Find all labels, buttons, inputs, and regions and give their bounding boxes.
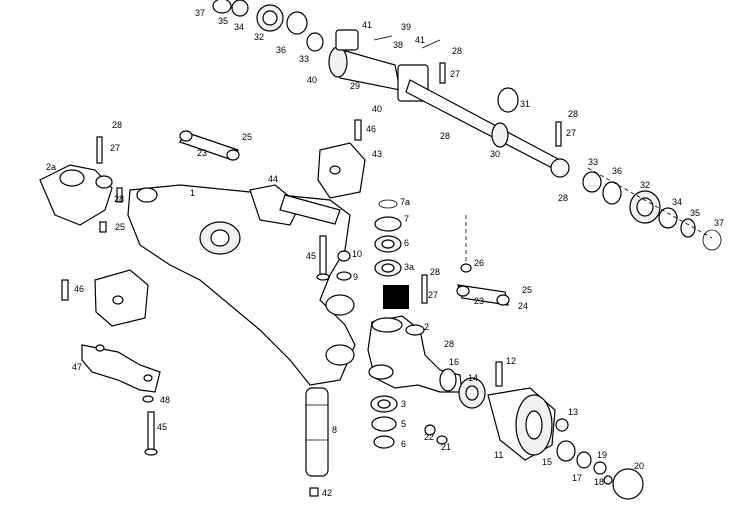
callout-28: 28 <box>444 339 454 349</box>
callout-26: 26 <box>474 258 484 268</box>
callout-6: 6 <box>401 439 406 449</box>
callout-19: 19 <box>597 450 607 460</box>
callout-32: 32 <box>640 180 650 190</box>
callout-23: 23 <box>197 148 207 158</box>
callout-2a: 2a <box>46 162 56 172</box>
callout-28: 28 <box>430 267 440 277</box>
steering-arm-upper <box>179 130 240 161</box>
callout-9: 9 <box>353 272 358 282</box>
callout-44: 44 <box>268 174 278 184</box>
callout-36: 36 <box>276 45 286 55</box>
callout-16: 16 <box>449 357 459 367</box>
callout-3a: 3a <box>404 262 414 272</box>
callout-42: 42 <box>322 488 332 498</box>
callout-6: 6 <box>404 238 409 248</box>
callout-17: 17 <box>572 473 582 483</box>
callout-43: 43 <box>372 149 382 159</box>
callout-28: 28 <box>568 109 578 119</box>
wheel-hub-assembly <box>424 361 644 500</box>
callout-28: 28 <box>114 194 124 204</box>
callout-24: 24 <box>518 301 528 311</box>
bump-stop-upper <box>317 119 366 199</box>
callout-40: 40 <box>372 104 382 114</box>
callout-27: 27 <box>428 290 438 300</box>
callout-46: 46 <box>74 284 84 294</box>
callout-2: 2 <box>424 322 429 332</box>
bearing-stack-lower <box>370 395 398 449</box>
callout-35: 35 <box>690 208 700 218</box>
spring-bracket <box>81 344 161 456</box>
callout-31: 31 <box>520 99 530 109</box>
callout-33: 33 <box>299 54 309 64</box>
callout-39: 39 <box>401 22 411 32</box>
callout-40: 40 <box>307 75 317 85</box>
callout-27: 27 <box>566 128 576 138</box>
callout-37: 37 <box>195 8 205 18</box>
axle-beam <box>127 184 356 386</box>
callout-labels: 37 35 34 32 36 41 39 38 41 28 27 33 40 2… <box>46 8 724 498</box>
callout-25: 25 <box>242 132 252 142</box>
callout-8: 8 <box>332 425 337 435</box>
callout-48: 48 <box>160 395 170 405</box>
callout-1: 1 <box>190 188 195 198</box>
callout-46: 46 <box>366 124 376 134</box>
callout-27: 27 <box>450 69 460 79</box>
callout-18: 18 <box>594 477 604 487</box>
callout-28: 28 <box>452 46 462 56</box>
callout-34: 34 <box>672 197 682 207</box>
steering-damper-assembly <box>212 0 722 251</box>
callout-25: 25 <box>115 222 125 232</box>
callout-36: 36 <box>612 166 622 176</box>
callout-23: 23 <box>474 296 484 306</box>
callout-28: 28 <box>558 193 568 203</box>
callout-7: 7 <box>404 214 409 224</box>
callout-20: 20 <box>634 461 644 471</box>
callout-34: 34 <box>234 22 244 32</box>
steering-knuckle <box>367 315 463 393</box>
callout-13: 13 <box>568 407 578 417</box>
callout-14: 14 <box>468 373 478 383</box>
callout-41: 41 <box>415 35 425 45</box>
callout-28: 28 <box>440 131 450 141</box>
callout-7a: 7a <box>400 197 410 207</box>
callout-45: 45 <box>306 251 316 261</box>
callout-21: 21 <box>441 442 451 452</box>
callout-10: 10 <box>352 249 362 259</box>
center-bolt-stack <box>316 235 352 281</box>
callout-47: 47 <box>72 362 82 372</box>
callout-27: 27 <box>110 143 120 153</box>
callout-22: 22 <box>424 432 434 442</box>
callout-33: 33 <box>588 157 598 167</box>
callout-3: 3 <box>401 399 406 409</box>
left-knuckle-assembly <box>39 136 123 233</box>
callout-12: 12 <box>506 356 516 366</box>
callout-37: 37 <box>714 218 724 228</box>
callout-30: 30 <box>490 149 500 159</box>
bump-stop-lower <box>61 269 149 327</box>
steering-arm-right <box>456 215 510 306</box>
callout-11: 11 <box>494 450 503 460</box>
bearing-stack-upper <box>374 199 428 309</box>
callout-28: 28 <box>112 120 122 130</box>
callout-5: 5 <box>401 419 406 429</box>
callout-15: 15 <box>542 457 552 467</box>
callout-35: 35 <box>218 16 228 26</box>
callout-38: 38 <box>393 40 403 50</box>
callout-45: 45 <box>157 422 167 432</box>
kingpin <box>305 387 329 497</box>
callout-41: 41 <box>362 20 372 30</box>
callout-29: 29 <box>350 81 360 91</box>
callout-4: 4 <box>390 291 395 301</box>
callout-25: 25 <box>522 285 532 295</box>
callout-32: 32 <box>254 32 264 42</box>
